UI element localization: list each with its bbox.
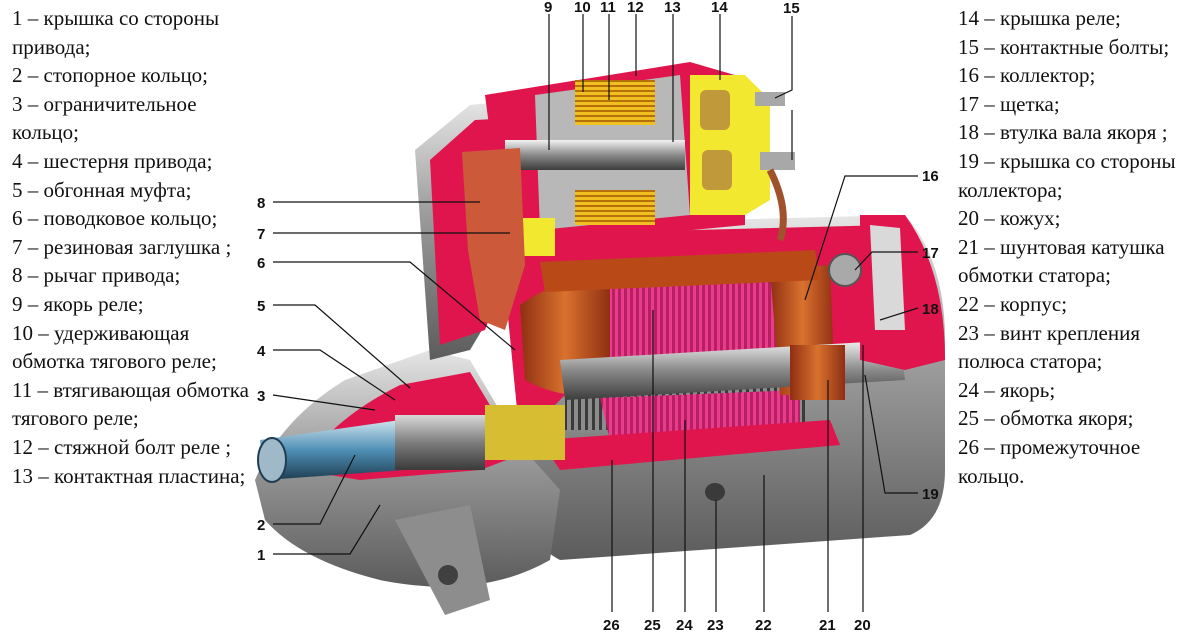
legend-item-6: 6 – поводковое кольцо; — [12, 206, 218, 231]
callout-14: 14 — [711, 0, 728, 16]
legend-item-11: 11 – втягивающая обмотка тягового реле; — [12, 377, 255, 431]
legend-right: 14 – крышка реле; 15 – контактные болты;… — [958, 4, 1196, 490]
callout-18: 18 — [922, 301, 939, 318]
callout-1: 1 — [257, 547, 265, 564]
callout-11: 11 — [600, 0, 616, 16]
callout-19: 19 — [922, 486, 939, 503]
legend-item-9: 9 – якорь реле; — [12, 291, 144, 316]
callout-2: 2 — [257, 517, 265, 534]
legend-item-26: 26 – промежуточное кольцо. — [958, 434, 1146, 488]
legend-item-3: 3 – ограничительное кольцо; — [12, 91, 202, 145]
callout-10: 10 — [574, 0, 591, 16]
callout-15: 15 — [783, 0, 800, 17]
callout-22: 22 — [755, 617, 772, 634]
callout-8: 8 — [257, 195, 265, 212]
legend-item-20: 20 – кожух; — [958, 206, 1061, 231]
callout-6: 6 — [257, 255, 265, 272]
callout-25: 25 — [644, 617, 661, 634]
legend-item-24: 24 – якорь; — [958, 377, 1056, 402]
callout-23: 23 — [707, 617, 724, 634]
legend-item-18: 18 – втулка вала якоря ; — [958, 120, 1168, 145]
legend-item-1: 1 – крышка со стороны привода; — [12, 6, 225, 59]
callout-21: 21 — [819, 617, 836, 634]
callout-5: 5 — [257, 298, 265, 315]
legend-item-17: 17 – щетка; — [958, 91, 1060, 116]
legend-item-2: 2 – стопорное кольцо; — [12, 63, 209, 88]
legend-item-16: 16 – коллектор; — [958, 63, 1096, 88]
callout-3: 3 — [257, 388, 265, 405]
legend-item-25: 25 – обмотка якоря; — [958, 406, 1134, 431]
legend-item-8: 8 – рычаг привода; — [12, 263, 181, 288]
callout-17: 17 — [922, 245, 939, 262]
callout-20: 20 — [854, 617, 871, 634]
legend-left: 1 – крышка со стороны привода; 2 – стопо… — [12, 4, 257, 490]
legend-item-4: 4 – шестерня привода; — [12, 148, 213, 173]
leader-lines — [272, 14, 919, 612]
legend-item-7: 7 – резиновая заглушка ; — [12, 234, 232, 259]
legend-item-23: 23 – винт крепления полюса статора; — [958, 320, 1146, 374]
legend-item-21: 21 – шунтовая катушка обмотки статора; — [958, 234, 1170, 288]
callout-16: 16 — [922, 168, 939, 185]
starter-body — [255, 62, 945, 615]
legend-item-10: 10 – удерживающая обмотка тягового реле; — [12, 320, 217, 374]
legend-item-22: 22 – корпус; — [958, 291, 1068, 316]
legend-item-19: 19 – крышка со стороны коллектора; — [958, 148, 1181, 202]
callout-7: 7 — [257, 226, 265, 243]
legend-item-14: 14 – крышка реле; — [958, 6, 1121, 30]
callout-9: 9 — [544, 0, 552, 16]
legend-item-12: 12 – стяжной болт реле ; — [12, 434, 232, 459]
callout-12: 12 — [627, 0, 644, 16]
callout-26: 26 — [603, 617, 620, 634]
callout-4: 4 — [257, 343, 266, 360]
legend-item-5: 5 – обгонная муфта; — [12, 177, 192, 202]
callout-24: 24 — [676, 617, 693, 634]
legend-item-13: 13 – контактная пластина; — [12, 463, 246, 488]
callout-13: 13 — [664, 0, 681, 16]
callout-numbers: 1 2 3 4 5 6 7 8 9 10 11 12 13 14 15 16 1… — [257, 0, 939, 634]
legend-item-15: 15 – контактные болты; — [958, 34, 1170, 59]
